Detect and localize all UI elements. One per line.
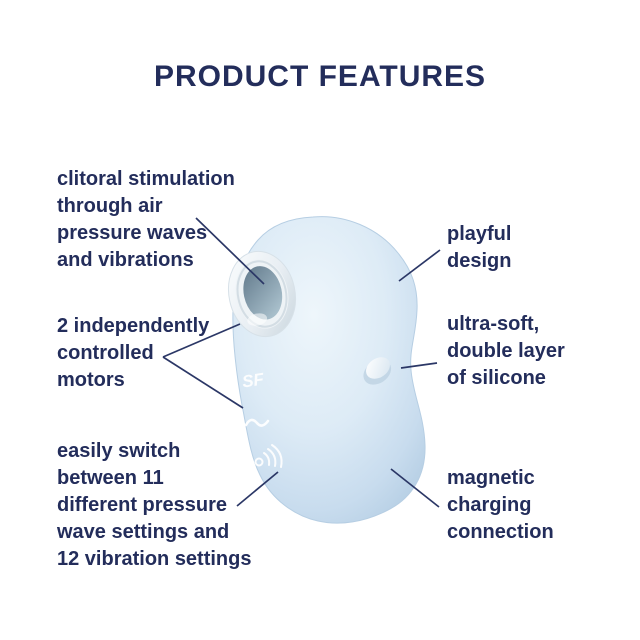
air-pulse-icon bbox=[254, 444, 283, 468]
satisfyer-logo: SF bbox=[241, 370, 266, 392]
product-body: SF bbox=[228, 216, 426, 524]
page-title: PRODUCT FEATURES bbox=[153, 60, 487, 93]
callout-line-charging bbox=[390, 468, 440, 508]
callout-line-motors-lower bbox=[162, 356, 244, 409]
callout-line-settings bbox=[236, 471, 279, 507]
callout-line-design bbox=[398, 249, 441, 282]
feature-label-motors: 2 independently controlled motors bbox=[57, 315, 210, 391]
nozzle-opening bbox=[228, 250, 296, 338]
callout-line-silicone bbox=[400, 362, 438, 369]
feature-label-silicone: ultra-soft, double layer of silicone bbox=[447, 313, 565, 389]
callout-line-motors-upper bbox=[162, 323, 241, 358]
soft-silicone-bump bbox=[363, 357, 392, 385]
callout-lines bbox=[162, 217, 441, 508]
feature-label-design: playful design bbox=[447, 223, 512, 272]
vibration-wave-icon bbox=[244, 418, 270, 427]
feature-label-settings: easily switch between 11 different press… bbox=[57, 440, 252, 570]
callout-line-air-pulse bbox=[195, 217, 265, 285]
feature-label-charging: magnetic charging connection bbox=[447, 467, 554, 543]
feature-label-air-pulse: clitoral stimulation through air pressur… bbox=[57, 168, 235, 271]
